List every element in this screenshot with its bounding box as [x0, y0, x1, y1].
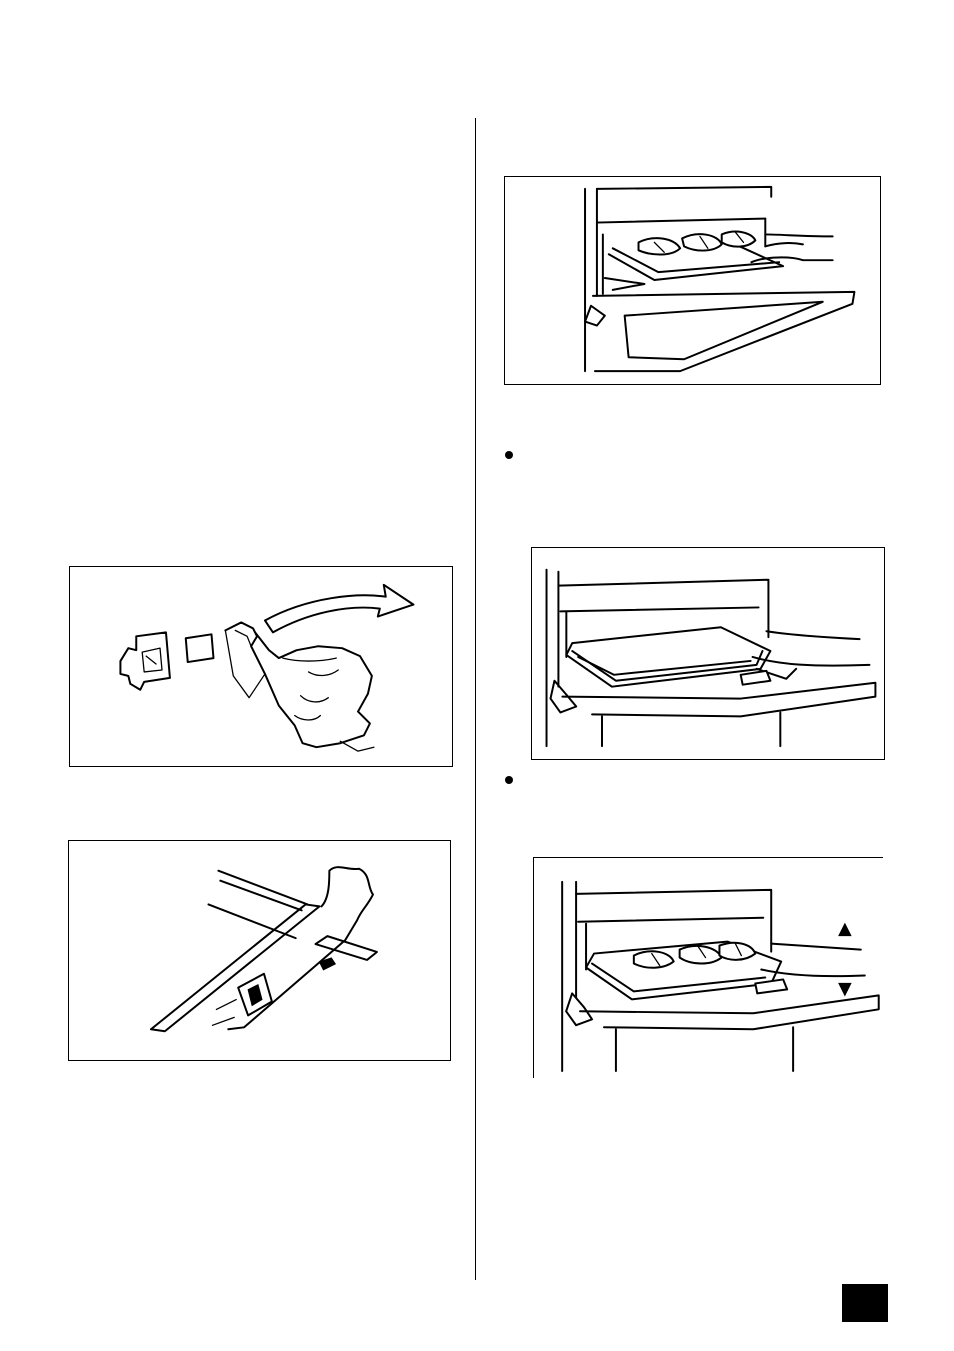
grill-compartment-illustration [504, 176, 881, 385]
oven-tray-food-illustration [533, 857, 883, 1078]
hand-removing-clip-illustration [69, 566, 453, 767]
oven-tray-insert-illustration [531, 547, 885, 760]
bullet-dot [505, 451, 513, 459]
bullet-dot [505, 776, 513, 784]
column-divider [475, 118, 476, 1280]
page-number-tab [842, 1284, 888, 1322]
grill-pan-frame-illustration [68, 840, 451, 1061]
